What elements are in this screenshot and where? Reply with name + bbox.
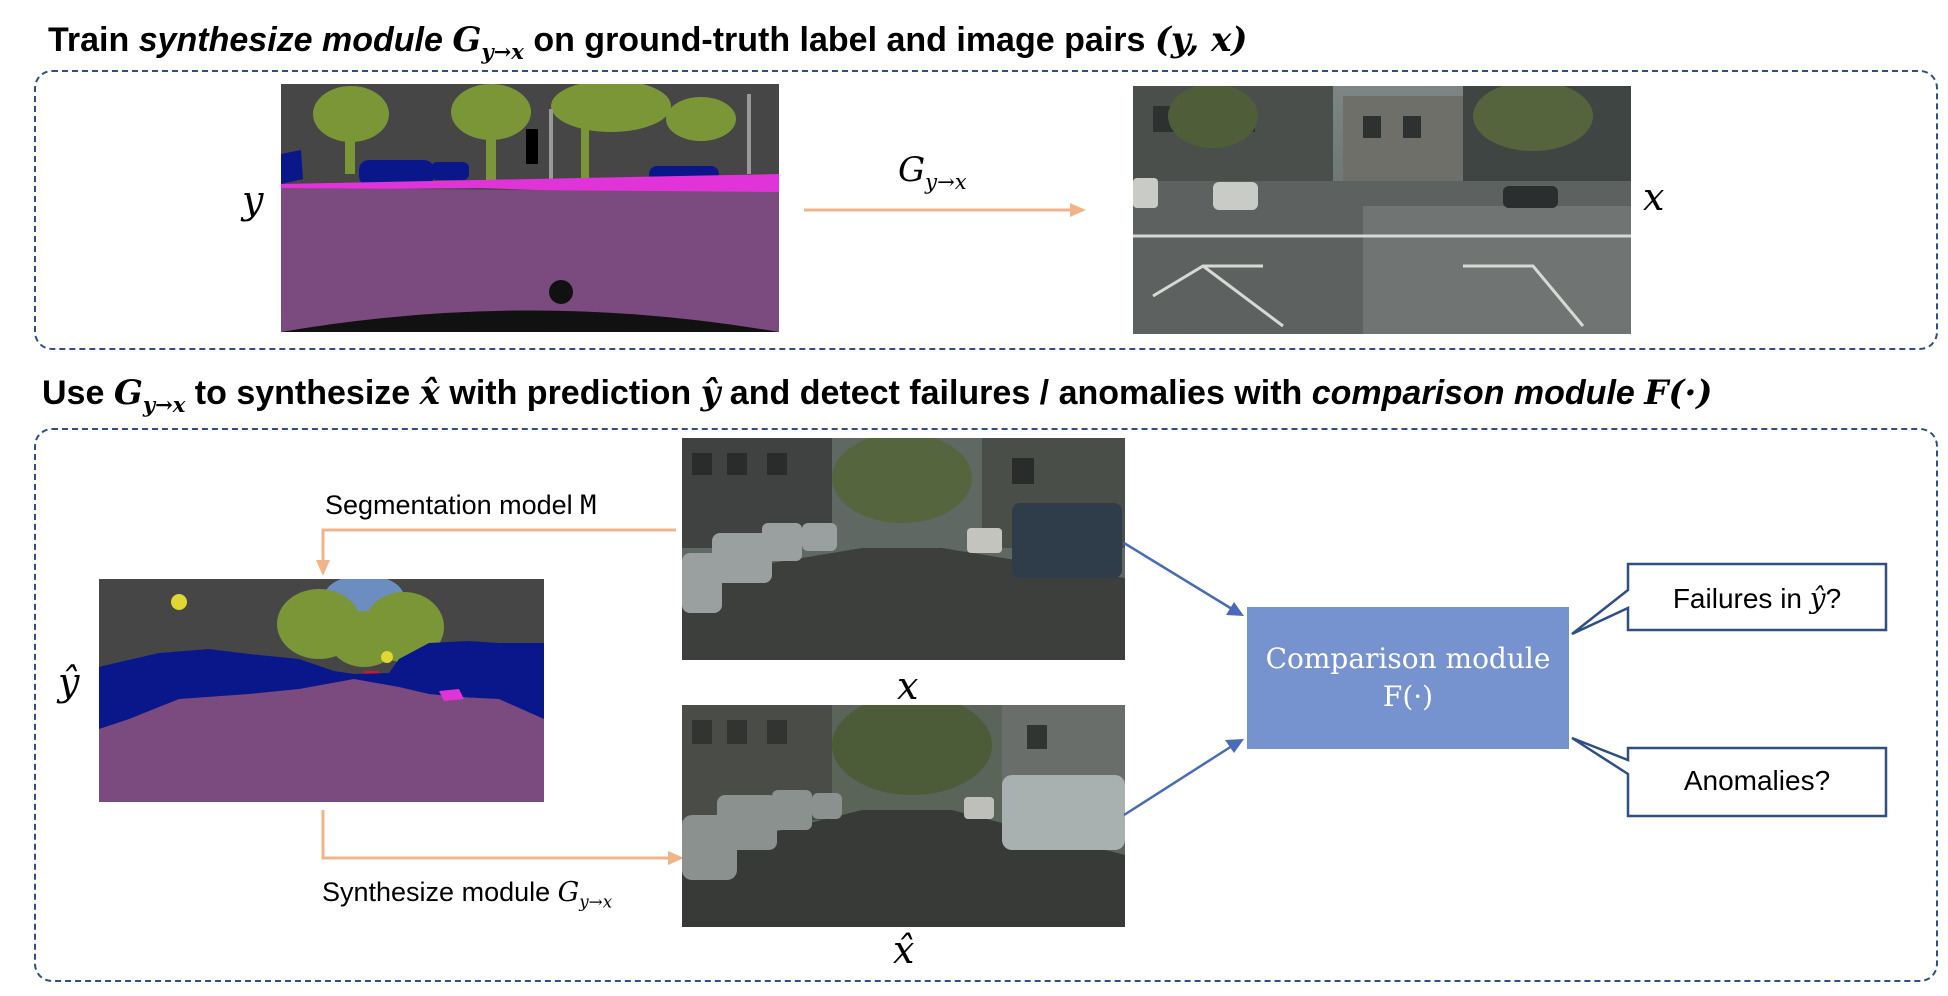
comparison-module-function: F(·) [1382, 680, 1434, 713]
comparison-module-title: Comparison module [1265, 642, 1551, 675]
top-panel [34, 70, 1938, 350]
prediction-map-yhat [99, 579, 544, 802]
synthesize-arrow [321, 810, 684, 865]
label-y: y [242, 178, 264, 222]
synthesize-module-label: Synthesize module Gy→x [322, 877, 613, 912]
label-yhat: ŷ [58, 660, 80, 704]
label-map-y [281, 84, 779, 332]
callout-failures: Failures in ŷ? [1672, 582, 1842, 615]
arrow-label-g: Gy→x [898, 150, 967, 194]
bottom-title: Use Gy→x to synthesize x̂ with predictio… [42, 373, 1713, 417]
label-xhat: x̂ [893, 928, 915, 972]
photo-x-top [1133, 86, 1631, 334]
top-arrow [804, 203, 1086, 217]
callout-anomalies: Anomalies? [1683, 765, 1831, 796]
comparison-module-box: Comparison module F(·) [1247, 607, 1569, 749]
segmentation-model-label: Segmentation model M [325, 490, 597, 521]
segmentation-arrow [316, 528, 676, 576]
label-x-top: x [1643, 175, 1665, 219]
label-x-bottom: x [897, 664, 919, 708]
callout-shapes [1571, 562, 1888, 818]
top-title: Train synthesize module Gy→x on ground-t… [48, 20, 1248, 64]
photo-xhat [682, 705, 1125, 927]
bottom-panel [34, 428, 1938, 982]
arrows-to-comparison [1123, 541, 1244, 817]
photo-x-bottom [682, 438, 1125, 660]
